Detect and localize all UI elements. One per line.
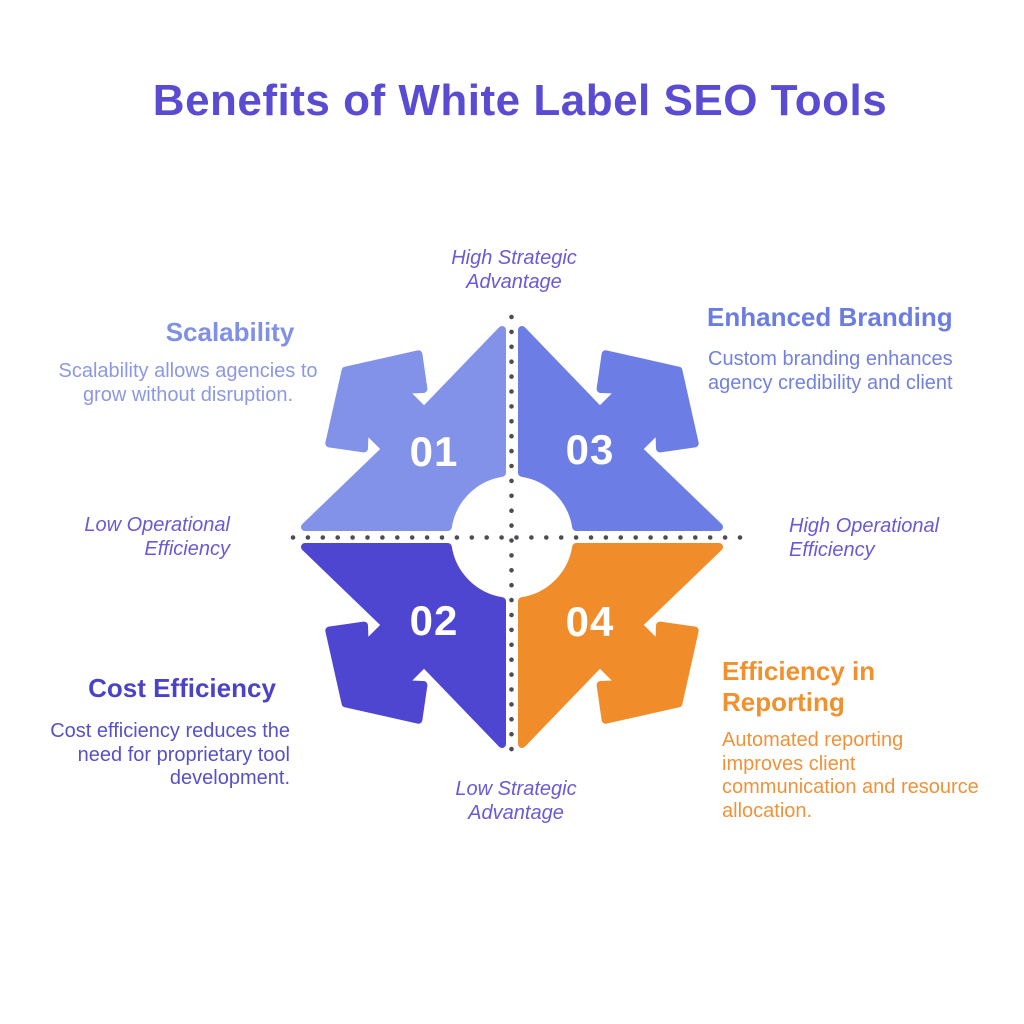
scalability-heading: Scalability <box>165 317 295 347</box>
axis-label-low-operational-efficiency: Low Operational Efficiency <box>84 514 230 560</box>
quadrant-01-arrow-shape <box>301 326 506 531</box>
page-title: Benefits of White Label SEO Tools <box>152 76 888 125</box>
axis-label-low-strategic-advantage: Low Strategic Advantage <box>455 778 577 824</box>
axis-label-high-strategic-advantage: High Strategic Advantage <box>451 247 577 293</box>
efficiency-in-reporting-heading: Efficiency in Reporting <box>722 656 876 717</box>
quadrant-01-number: 01 <box>409 428 459 475</box>
quadrant-04-number: 04 <box>565 598 615 645</box>
scalability-description: Scalability allows agencies to grow with… <box>58 360 318 406</box>
enhanced-branding-description: Custom branding enhances agency credibil… <box>708 348 953 394</box>
axis-label-high-operational-efficiency: High Operational Efficiency <box>789 515 940 561</box>
cost-efficiency-heading: Cost Efficiency <box>88 673 276 703</box>
quadrant-03-number: 03 <box>565 426 615 473</box>
enhanced-branding-heading: Enhanced Branding <box>707 302 953 332</box>
cost-efficiency-description: Cost efficiency reduces the need for pro… <box>50 720 290 789</box>
quadrant-03-arrow-shape <box>518 326 723 531</box>
quadrant-04-arrow-shape <box>518 543 723 748</box>
efficiency-in-reporting-description: Automated reporting improves client comm… <box>722 729 979 822</box>
quadrant-02-number: 02 <box>409 597 459 644</box>
quadrant-02-arrow-shape <box>301 543 506 748</box>
